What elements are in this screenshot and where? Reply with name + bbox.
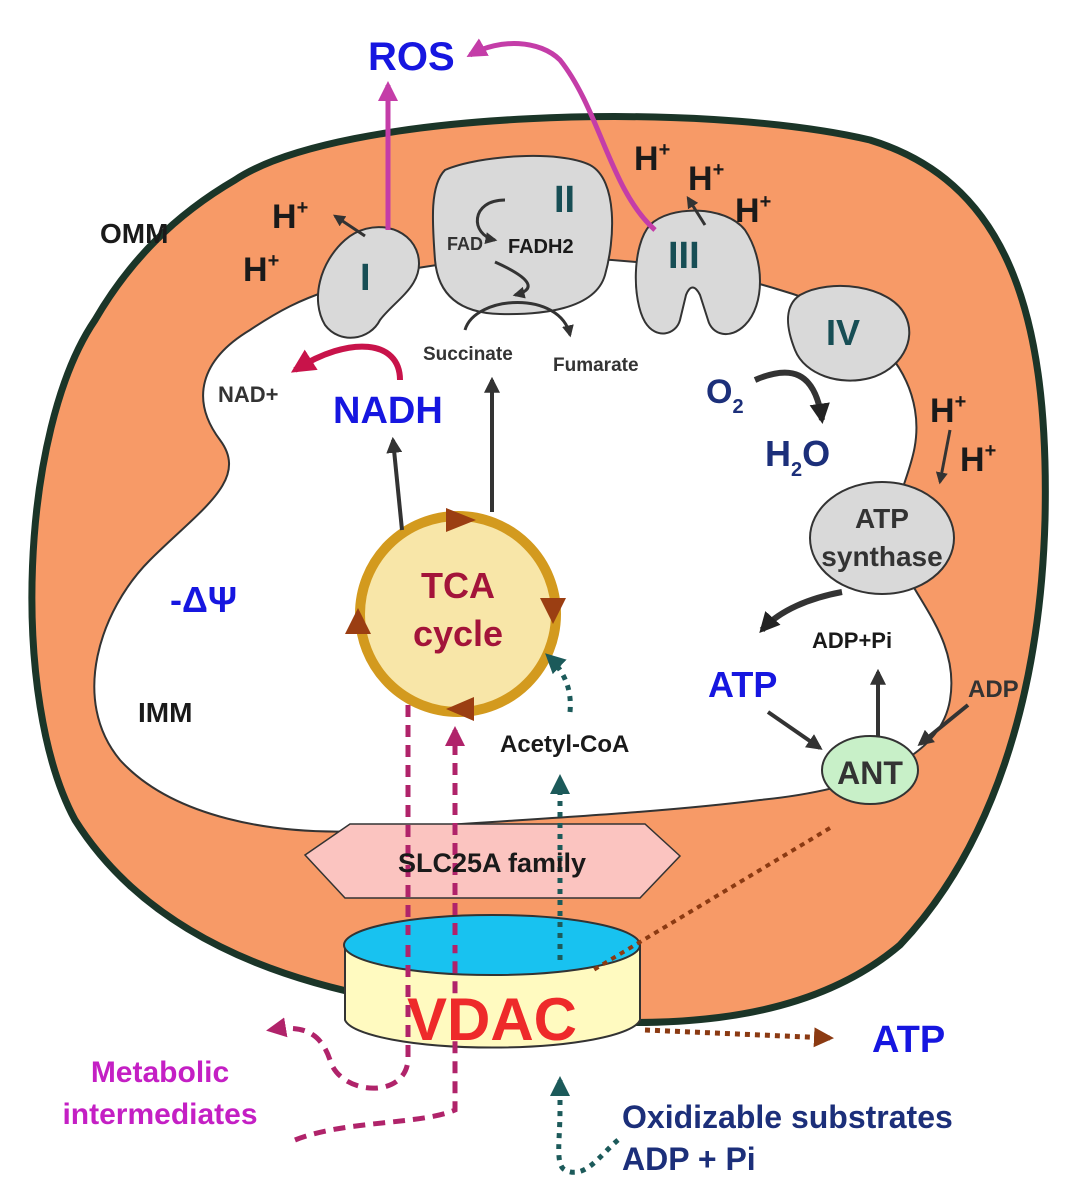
slc25a-transporter-icon [303, 823, 682, 899]
fadh2-label: FADH2 [508, 236, 574, 258]
slc25a-label: SLC25A family [398, 848, 586, 878]
complex-ii-icon [431, 154, 614, 316]
metabolite-in-dash [294, 945, 458, 1143]
acetyl-coa-label: Acetyl-CoA [500, 731, 629, 758]
substrate-import-dash [550, 1076, 620, 1175]
atp-synthase-label: ATP [855, 503, 909, 534]
metabolic-intermediates-label: intermediates [62, 1098, 257, 1131]
atp-synthase-to-atp-arrow [759, 589, 843, 634]
fad-cycle-arrow-left [476, 198, 506, 244]
fad-label: FAD [447, 234, 483, 254]
complex-iii-label: III [668, 235, 700, 277]
proton-label: H+ [930, 391, 966, 430]
fad-cycle-arrow-right [494, 260, 530, 299]
complex-iii-icon [634, 209, 761, 335]
proton-label: H+ [272, 197, 308, 236]
proton-label: H+ [735, 191, 771, 230]
proton-label: H+ [634, 139, 670, 178]
complex-iii-proton-arrow [686, 195, 707, 226]
metabolite-out-dash [266, 945, 411, 1091]
imm-label: IMM [138, 697, 192, 728]
acetyl-coa-dash-upper [545, 653, 573, 713]
complex-ii-label: II [554, 179, 575, 221]
oxygen-label: O2 [706, 373, 744, 418]
tca-cycle-label: cycle [413, 613, 503, 654]
atp-synthase-icon [809, 481, 955, 595]
tca-cycle-icon [345, 508, 566, 721]
adp-to-ant-arrow [917, 703, 970, 747]
nadh-label: NADH [333, 390, 443, 432]
ant-to-vdac-dash [588, 826, 832, 974]
complex-iv-icon [787, 284, 911, 382]
water-label: H2O [765, 433, 830, 481]
adp-label: ADP [968, 676, 1019, 703]
ros-arrow-complex-iii [466, 38, 657, 232]
complex-i-icon [317, 226, 421, 339]
complex-iv-label: IV [826, 312, 860, 353]
ant-transporter-icon [821, 735, 919, 805]
omm-label: OMM [100, 218, 168, 249]
complex-i-label: I [360, 257, 371, 299]
atp-to-ant-arrow [766, 710, 823, 750]
ros-label: ROS [368, 35, 455, 79]
ant-label: ANT [837, 755, 903, 791]
succinate-label: Succinate [423, 344, 513, 365]
complex-i-proton-arrow [333, 214, 366, 238]
fumarate-label: Fumarate [553, 355, 639, 376]
atp-synthase-label: synthase [821, 541, 942, 572]
tca-to-nadh-arrow [386, 436, 404, 531]
proton-to-atp-synthase-arrow [935, 429, 952, 485]
adp-pi-inner-label: ADP+Pi [812, 628, 892, 653]
vdac-to-atp-dash [644, 1027, 834, 1048]
vdac-channel-icon [343, 914, 641, 1049]
metabolic-intermediates-label: Metabolic [91, 1056, 229, 1089]
proton-label: H+ [960, 440, 996, 479]
membrane-potential-label: -ΔΨ [170, 579, 237, 620]
atp-out-label: ATP [872, 1019, 945, 1061]
succinate-to-fumarate-arrow [463, 301, 574, 338]
adp-pi-outer-label: ADP + Pi [622, 1141, 756, 1177]
nad-plus-label: NAD+ [218, 382, 279, 407]
proton-label: H+ [243, 250, 279, 289]
nadh-to-nad-arrow [290, 343, 403, 381]
proton-label: H+ [688, 159, 724, 198]
oxygen-to-water-arrow [753, 369, 830, 425]
oxidizable-substrates-label: Oxidizable substrates [622, 1099, 953, 1135]
vdac-label: VDAC [407, 986, 577, 1053]
atp-inner-label: ATP [708, 664, 777, 705]
tca-cycle-label: TCA [421, 565, 495, 606]
